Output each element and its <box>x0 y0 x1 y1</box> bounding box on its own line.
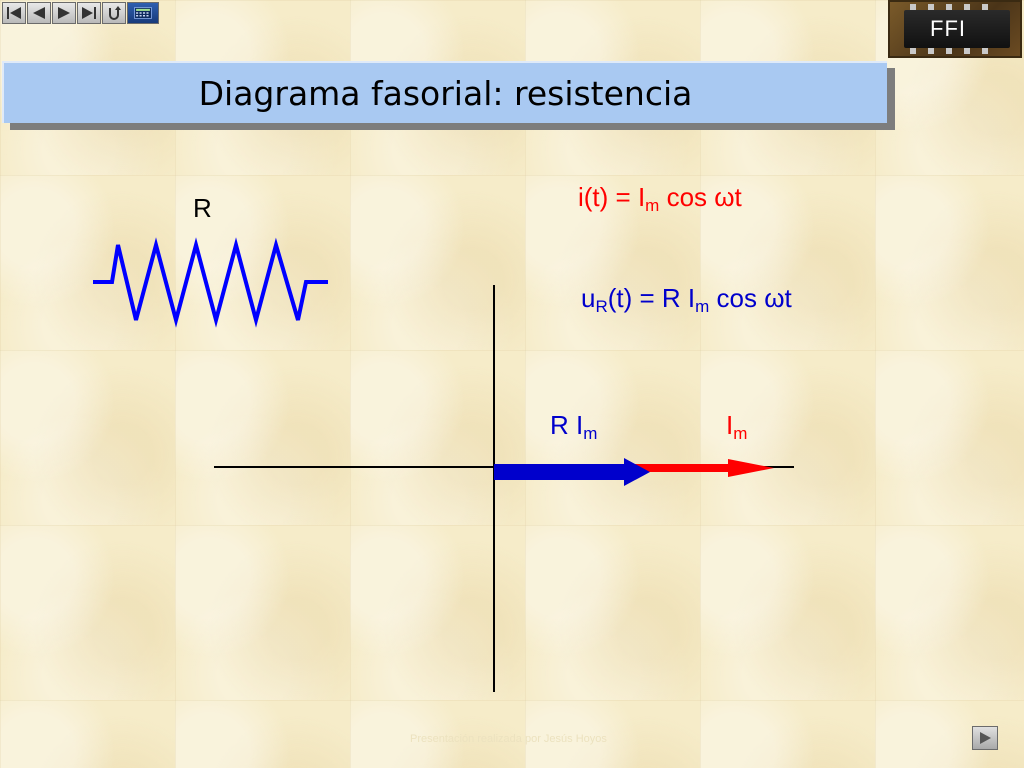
voltage-eq-suffix: cos ωt <box>709 283 791 313</box>
current-equation: i(t) = Im cos ωt <box>578 182 742 216</box>
voltage-phasor-label-text: R I <box>550 410 583 440</box>
current-phasor-label: Im <box>726 410 747 444</box>
voltage-eq-prefix: u <box>581 283 595 313</box>
current-phasor-label-sub: m <box>733 424 747 443</box>
voltage-phasor-label-sub: m <box>583 424 597 443</box>
current-eq-prefix: i(t) = I <box>578 182 645 212</box>
current-eq-subscript: m <box>645 196 659 215</box>
current-eq-suffix: cos ωt <box>659 182 741 212</box>
voltage-eq-middle: (t) = R I <box>608 283 695 313</box>
voltage-phasor-label: R Im <box>550 410 597 444</box>
resistor-symbol <box>93 245 328 320</box>
voltage-eq-subscript-r: R <box>595 297 607 316</box>
voltage-equation: uR(t) = R Im cos ωt <box>581 283 792 317</box>
next-slide-corner-button[interactable] <box>972 726 998 750</box>
voltage-eq-subscript-m: m <box>695 297 709 316</box>
footer-credit: Presentación realizada por Jesús Hoyos <box>410 733 607 745</box>
voltage-phasor-arrow <box>494 458 650 486</box>
play-next-icon <box>977 730 993 746</box>
